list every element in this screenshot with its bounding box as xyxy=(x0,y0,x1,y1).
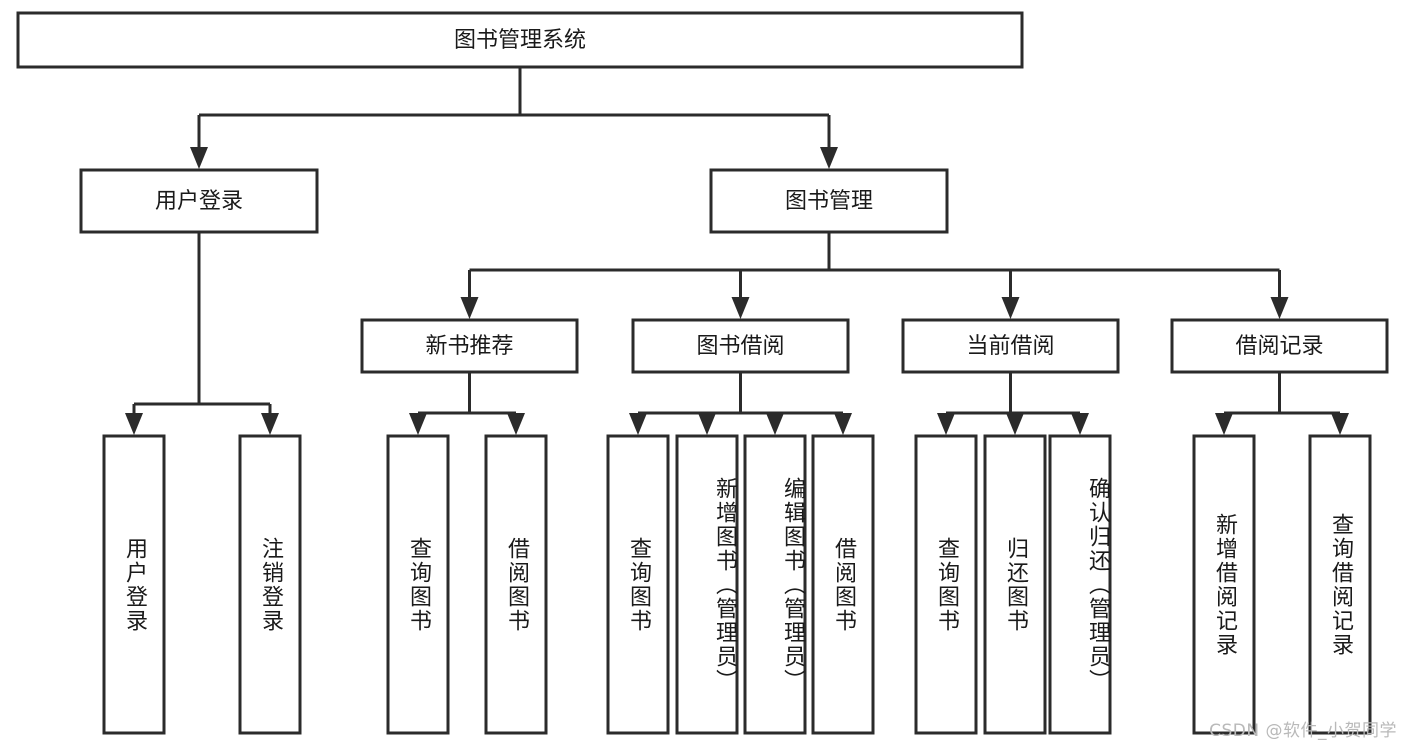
arrow-bookmanage-to-current-borrow xyxy=(1001,297,1020,319)
arrow-bookmanage-to-borrow-record xyxy=(1270,297,1289,319)
node-box-leaf-confirm-return[interactable] xyxy=(1048,434,1112,735)
node-box-borrow-record[interactable] xyxy=(1170,318,1389,374)
node-box-leaf-edit-book[interactable] xyxy=(743,434,807,735)
node-box-leaf-query-book-2[interactable] xyxy=(606,434,670,735)
node-box-user-login[interactable] xyxy=(79,168,319,234)
node-box-leaf-query-book-3[interactable] xyxy=(914,434,978,735)
node-box-leaf-add-book[interactable] xyxy=(675,434,739,735)
node-box-leaf-user-logout[interactable] xyxy=(238,434,302,735)
node-label-borrow-record: 借阅记录 xyxy=(1235,334,1323,359)
arrow-root-to-user-login xyxy=(190,147,208,169)
arrow-current-borrow-to-leaf-confirm-return xyxy=(1071,413,1089,435)
node-label-current-borrow: 当前借阅 xyxy=(966,334,1054,359)
node-label-book-manage: 图书管理 xyxy=(785,189,873,214)
node-label-new-book-recommend: 新书推荐 xyxy=(425,334,513,359)
arrow-borrow-record-to-leaf-add-record xyxy=(1215,413,1233,435)
node-box-leaf-return-book[interactable] xyxy=(983,434,1047,735)
arrow-new-book-recommend-to-leaf-query-book-1 xyxy=(409,413,427,435)
connector-layer xyxy=(125,67,1349,435)
node-box-leaf-user-login[interactable] xyxy=(102,434,166,735)
node-layer xyxy=(16,11,1389,735)
node-label-book-borrow: 图书借阅 xyxy=(696,334,784,359)
node-label-root: 图书管理系统 xyxy=(454,28,586,53)
arrow-current-borrow-to-leaf-query-book-3 xyxy=(937,413,955,435)
arrow-user-login-to-leaf-user-logout xyxy=(261,413,279,435)
node-box-book-manage[interactable] xyxy=(709,168,949,234)
node-box-leaf-query-record[interactable] xyxy=(1308,434,1372,735)
arrow-current-borrow-to-leaf-return-book xyxy=(1006,413,1024,435)
node-label-user-login: 用户登录 xyxy=(155,189,243,214)
arrow-bookmanage-to-new-book-recommend xyxy=(460,297,479,319)
arrow-book-borrow-to-leaf-edit-book xyxy=(766,413,784,435)
arrow-book-borrow-to-leaf-add-book xyxy=(698,413,716,435)
node-box-leaf-borrow-book-1[interactable] xyxy=(484,434,548,735)
arrow-book-borrow-to-leaf-borrow-book-2 xyxy=(834,413,852,435)
node-box-leaf-add-record[interactable] xyxy=(1192,434,1256,735)
arrow-root-to-book-manage xyxy=(820,147,838,169)
arrow-user-login-to-leaf-user-login xyxy=(125,413,143,435)
arrow-bookmanage-to-book-borrow xyxy=(731,297,750,319)
node-box-leaf-borrow-book-2[interactable] xyxy=(811,434,875,735)
node-box-leaf-query-book-1[interactable] xyxy=(386,434,450,735)
node-box-book-borrow[interactable] xyxy=(631,318,850,374)
arrow-borrow-record-to-leaf-query-record xyxy=(1331,413,1349,435)
node-box-root[interactable] xyxy=(16,11,1024,69)
node-box-current-borrow[interactable] xyxy=(901,318,1120,374)
node-box-new-book-recommend[interactable] xyxy=(360,318,579,374)
arrow-book-borrow-to-leaf-query-book-2 xyxy=(629,413,647,435)
arrow-new-book-recommend-to-leaf-borrow-book-1 xyxy=(507,413,525,435)
